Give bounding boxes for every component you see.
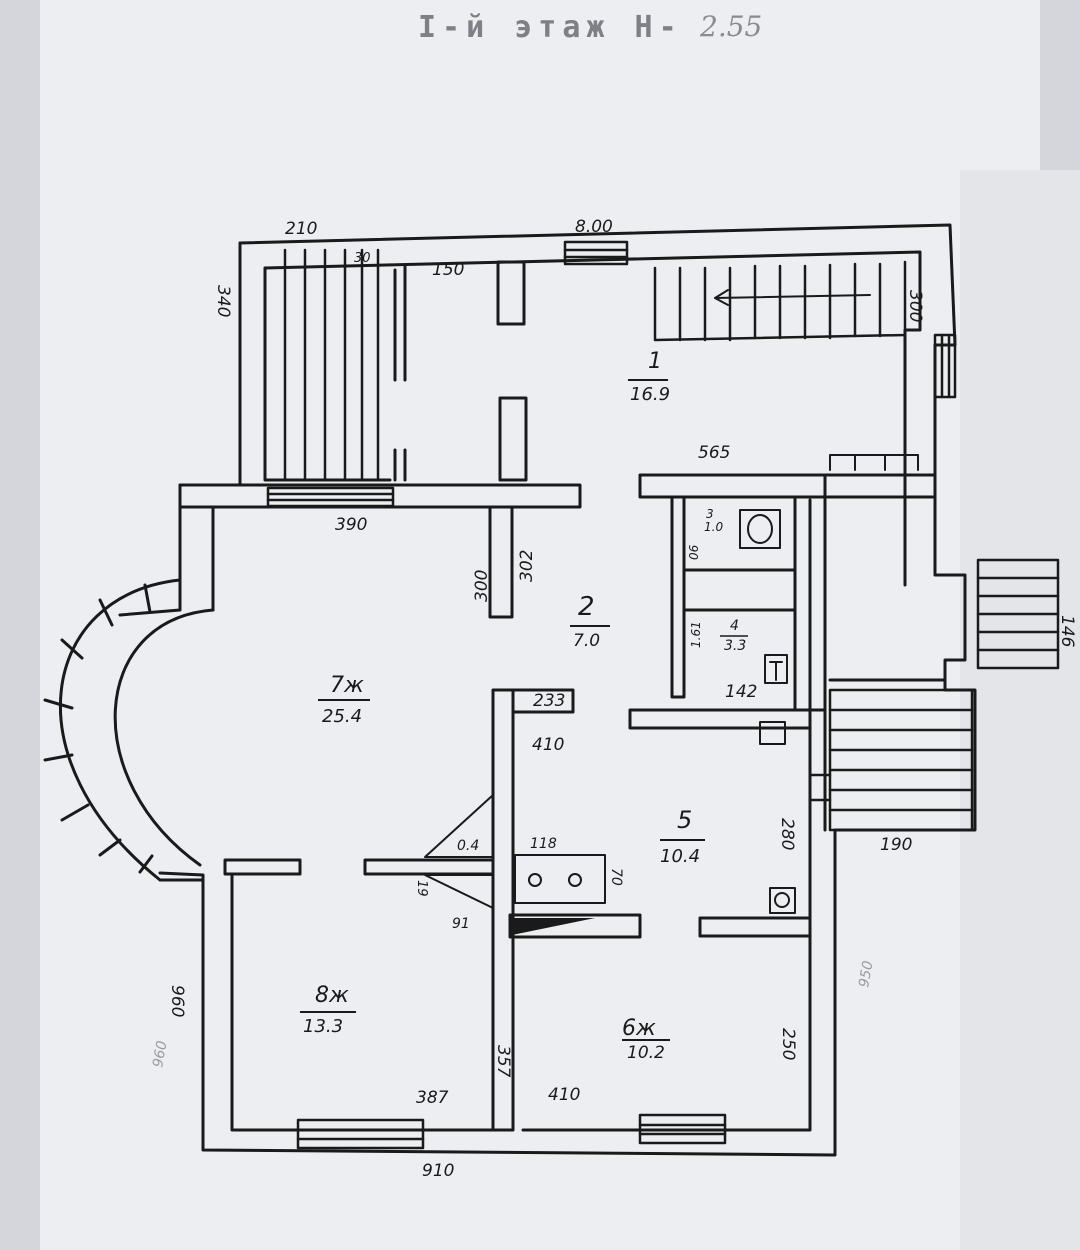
room-8-area: 13.3: [303, 1016, 343, 1037]
room-1-number: 1: [648, 349, 662, 374]
dim-340: 340: [213, 285, 233, 317]
dim-800: 8.00: [575, 217, 613, 237]
room-labels: 1 16.9 2 7.0 3 1.0 4 3.3 5 10.4 6ж 10.2 …: [300, 349, 748, 1063]
room-6-number: 6ж: [622, 1016, 656, 1041]
room-6-area: 10.2: [627, 1043, 665, 1063]
room-3-number: 3: [706, 507, 714, 521]
dim-960-pencil: 960: [150, 1040, 170, 1069]
room-4-area: 3.3: [724, 638, 746, 654]
dim-91: 91: [452, 916, 470, 932]
dim-190: 190: [880, 835, 912, 855]
dim-300: 300: [472, 570, 492, 602]
dim-118: 118: [530, 836, 557, 852]
dim-300-top: 300: [905, 290, 925, 322]
floor-height: 2.55: [700, 10, 763, 43]
floor-title: I-й этаж H-: [418, 10, 683, 45]
dim-410-a: 410: [532, 735, 564, 755]
stair-right-lower: [808, 688, 974, 832]
dim-280: 280: [777, 818, 797, 850]
stair-top-right: [653, 260, 907, 342]
dim-357: 357: [493, 1045, 513, 1078]
windows: [266, 240, 957, 1150]
dim-950-pencil: 950: [856, 960, 876, 989]
dim-06: 06: [687, 544, 701, 560]
dim-19: 19: [414, 880, 429, 897]
stair-small-top: [829, 454, 919, 471]
hearth-mark: [512, 918, 595, 935]
room-8-number: 8ж: [315, 983, 349, 1008]
dim-70: 70: [608, 868, 624, 886]
dim-960: 960: [167, 985, 187, 1017]
dim-250: 250: [778, 1028, 798, 1060]
room-2-number: 2: [578, 592, 595, 622]
room-5-number: 5: [677, 806, 692, 834]
dim-390: 390: [335, 515, 367, 535]
bay-window: [43, 578, 215, 882]
dim-30: 30: [354, 251, 371, 266]
dimension-labels: 210 8.00 30 150 340 300 565 390 300 302 …: [150, 217, 1077, 1181]
room-5-area: 10.4: [660, 846, 700, 867]
dim-210: 210: [285, 219, 317, 239]
dim-142: 142: [725, 682, 757, 702]
dim-565: 565: [698, 443, 730, 463]
dim-161: 1.61: [689, 621, 703, 648]
dim-910: 910: [422, 1161, 454, 1181]
stair-entry: [976, 558, 1060, 670]
fixtures: [424, 509, 796, 914]
room-3-area: 1.0: [704, 520, 723, 534]
room-7-number: 7ж: [330, 673, 364, 698]
dim-04: 0.4: [457, 838, 479, 854]
paper-edge: [960, 170, 1080, 1250]
room-4-number: 4: [730, 618, 739, 634]
dim-302: 302: [517, 550, 537, 582]
dim-233: 233: [533, 691, 565, 711]
dim-146: 146: [1057, 615, 1077, 648]
stair-left: [283, 248, 380, 482]
room-7-area: 25.4: [322, 706, 362, 727]
paper: [40, 0, 1040, 1250]
dim-387: 387: [416, 1088, 449, 1108]
dim-150: 150: [432, 260, 464, 280]
room-2-area: 7.0: [573, 631, 600, 651]
dim-410-b: 410: [548, 1085, 580, 1105]
interior-walls: [178, 260, 947, 1132]
room-1-area: 16.9: [630, 384, 670, 405]
